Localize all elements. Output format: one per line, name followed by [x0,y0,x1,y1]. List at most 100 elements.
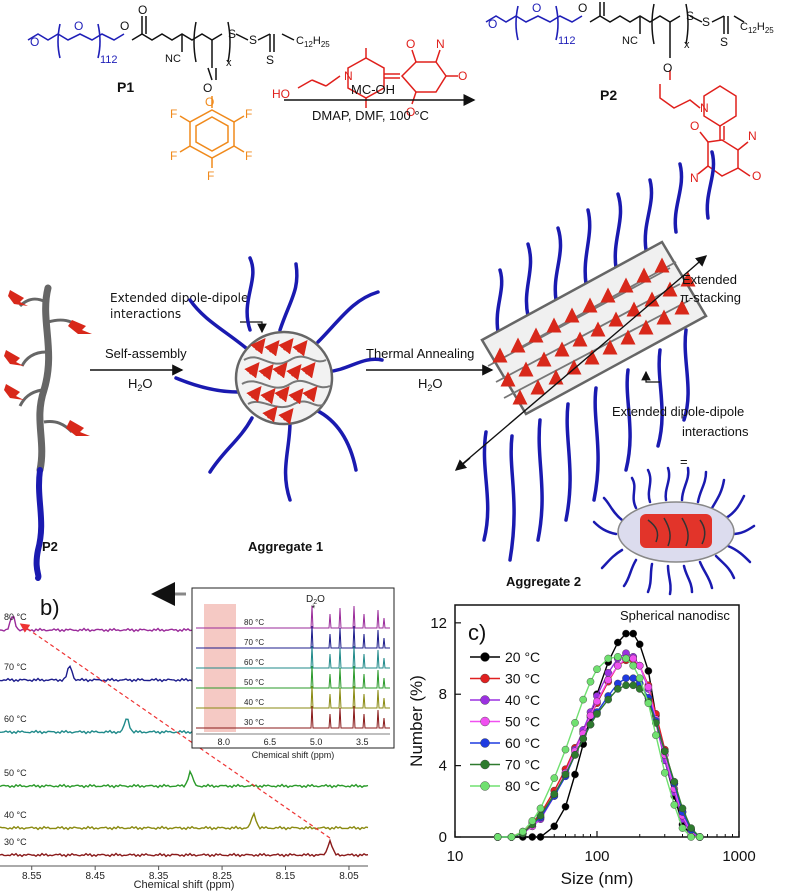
dls-data-point [604,695,613,704]
inset-temperature-label: 50 °C [244,678,264,687]
p2-repeat-x: x [684,39,690,51]
equals-sign: = [680,454,688,469]
dls-data-point [586,677,595,686]
p2-cartoon-label: P2 [42,539,58,554]
pi-stacking-label-line2: π-stacking [680,290,741,305]
dls-legend: 20 °C30 °C40 °C50 °C60 °C70 °C80 °C [470,649,540,794]
dls-data-point [629,654,638,663]
p2-thio-s1: S [686,9,694,23]
self-assembly-solvent: H2O [128,376,153,393]
p2-ether-oxygen: O [532,1,541,15]
nmr-x-axis-title: Chemical shift (ppm) [134,879,235,891]
dls-data-point [593,665,601,674]
inset-temperature-label: 40 °C [244,698,264,707]
dls-data-point [622,674,630,683]
p1-thio-s2: S [249,33,257,47]
dls-data-point [629,661,638,670]
p2-mc-nitrogen: N [700,101,709,115]
pfp-f3: F [170,149,177,163]
dls-data-point [670,777,679,786]
p2-mc-nitrogen3: N [690,171,699,185]
nmr-temperature-label: 70 °C [4,662,27,672]
inset-temperature-label: 80 °C [244,618,264,627]
dls-legend-marker [480,652,490,662]
pfp-f1: F [170,107,177,121]
dls-data-point [629,629,638,638]
pfp-f2: F [245,107,252,121]
dls-data-point [550,822,559,831]
dls-data-point [614,653,622,661]
dls-x-tick-label: 1000 [722,848,755,865]
dls-data-point [635,674,644,683]
mc-oxygen2: O [406,105,415,119]
dipole-label-2-line2: interactions [682,424,749,439]
panel-c-label: c) [468,620,486,645]
dls-data-point [593,710,601,718]
dls-data-point [561,745,570,754]
dls-y-tick-label: 4 [439,758,447,775]
self-assembly-label: Self-assembly [105,346,187,361]
conditions-label: DMAP, DMF, 100 °C [312,108,429,123]
dls-data-point [493,833,502,841]
p2-mc-sidechain [659,70,751,177]
dls-data-point [687,824,695,832]
dls-data-point [622,629,630,638]
dls-legend-label: 20 °C [505,649,540,665]
nmr-temperature-label: 30 °C [4,837,27,847]
dls-legend-label: 40 °C [505,692,540,708]
nmr-inset: D2O * 80 °C70 °C60 °C50 °C40 °C30 °C 8.0… [151,582,395,760]
dls-data-point [670,801,679,809]
dls-x-tick-label: 100 [584,848,609,865]
p2-backbone [589,2,745,58]
p1-ester-oxygen: O [120,19,129,33]
p1-peg-block [27,23,125,59]
dls-legend-marker [480,738,490,748]
nmr-x-tick-label: 8.05 [339,871,359,882]
dls-data-point [571,751,579,759]
dls-y-axis-title: Number (%) [407,675,426,767]
p2-chain-cartoon [4,284,92,581]
inset-temperature-label: 30 °C [244,718,264,727]
p1-backbone [131,16,295,81]
dls-data-point [678,804,687,813]
synthesis-scheme: O O 112 O O NC x S S S C12H25 O P1 [27,1,774,185]
dls-data-point [528,817,537,825]
dls-series [493,629,704,841]
inset-spectrum-trace [196,645,390,669]
dls-legend-marker [480,781,490,791]
mc-nitrogen: N [344,69,353,83]
dls-data-point [614,661,622,670]
dls-data-point [622,681,630,690]
p2-peg-subscript: 112 [558,35,576,47]
mc-nitrogen2: N [436,37,445,51]
inset-spectrum-trace [196,605,390,629]
dls-x-tick-label: 10 [447,848,464,865]
aggregate-2-label: Aggregate 2 [506,574,581,589]
p2-nitrile: NC [622,35,638,47]
pfp-f5: F [207,169,214,183]
pfp-f4: F [245,149,252,163]
mc-hydroxyl: HO [272,87,290,101]
dls-data-point [614,685,622,693]
dls-data-point [579,735,588,743]
inset-spectrum-trace [196,685,390,709]
dls-legend-marker [480,673,490,684]
nmr-x-tick-label: 8.15 [276,871,296,882]
dls-legend-marker [480,695,490,705]
pi-stacking-label-line1: Extended [682,272,737,287]
inset-spectrum-trace [196,705,390,729]
dls-legend-label: 30 °C [505,671,540,687]
inset-x-axis-title: Chemical shift (ppm) [252,750,335,760]
nmr-temperature-label: 60 °C [4,714,27,724]
self-assembly-cartoon: P2 Self-assembly H2O Extended dipole-dip… [4,150,756,623]
dls-data-point [661,769,669,777]
nmr-x-tick-label: 8.55 [22,871,42,882]
inset-spectra: 80 °C70 °C60 °C50 °C40 °C30 °C [196,605,390,729]
dls-data-point [528,833,537,841]
thermal-annealing-solvent: H2O [418,376,443,393]
dls-data-point [614,638,622,647]
p1-repeat-x: x [226,57,232,69]
inset-x-tick-label: 5.0 [310,737,323,747]
